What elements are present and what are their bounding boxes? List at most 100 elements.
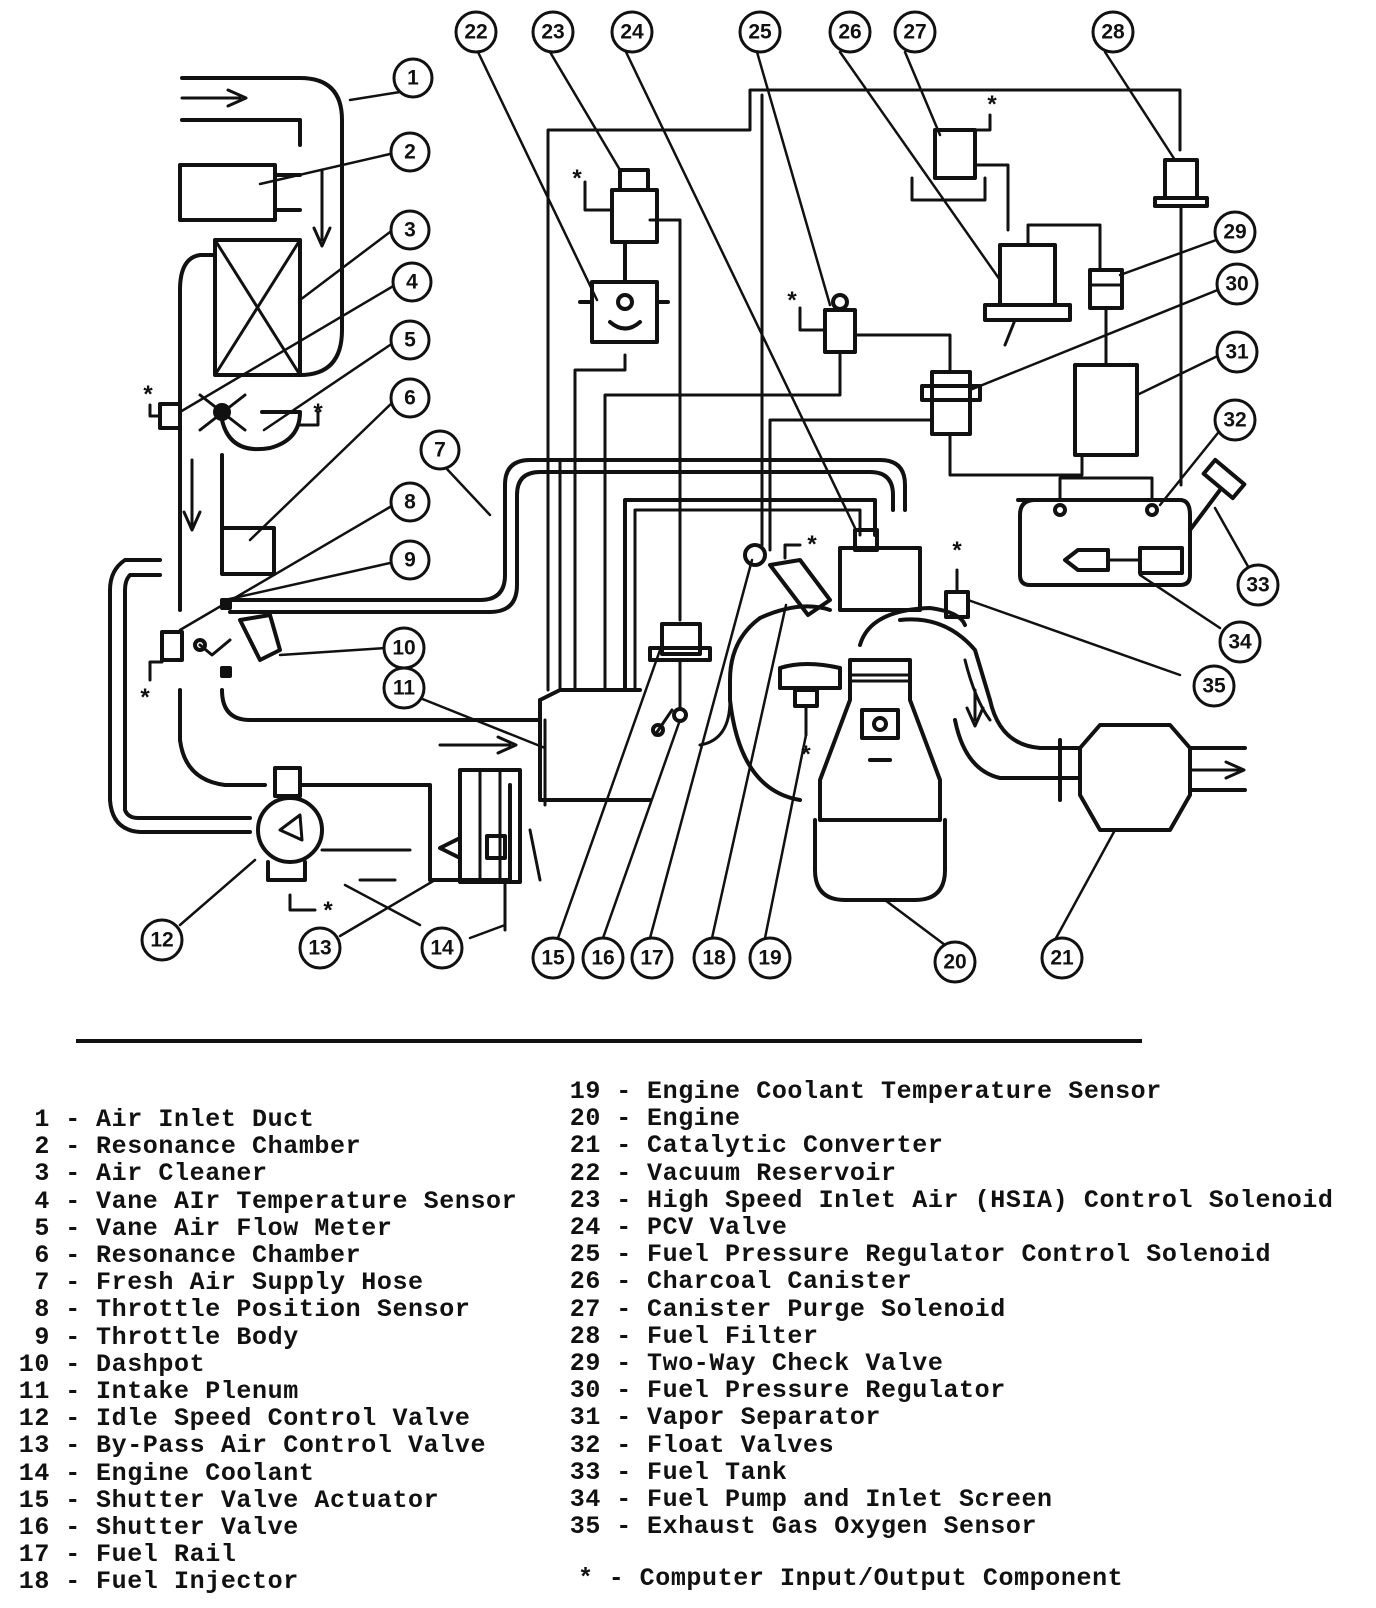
- legend-number: 32: [569, 1430, 601, 1460]
- legend-number: 26: [569, 1267, 601, 1297]
- legend-label: Vapor Separator: [647, 1403, 882, 1433]
- air-cleaner: [213, 238, 302, 377]
- callout-13: 13: [308, 937, 331, 960]
- legend-item: 13-By-Pass Air Control Valve: [14, 1432, 517, 1459]
- legend-label: Fuel Pump and Inlet Screen: [647, 1485, 1053, 1515]
- legend-separator: -: [65, 1159, 81, 1189]
- legend-separator: -: [65, 1105, 81, 1134]
- legend-label: Dashpot: [96, 1349, 206, 1379]
- legend-item: 19-Engine Coolant Temperature Sensor: [565, 1078, 1334, 1105]
- legend-label: Exhaust Gas Oxygen Sensor: [647, 1512, 1038, 1542]
- legend-number: 22: [569, 1158, 601, 1188]
- legend-separator: -: [65, 1404, 81, 1434]
- fuel-pressure-regulator: [930, 370, 972, 436]
- legend-item: 33-Fuel Tank: [565, 1459, 1334, 1486]
- legend-item: 17-Fuel Rail: [14, 1541, 517, 1568]
- callout-4: 4: [406, 271, 418, 294]
- legend-separator: -: [65, 1513, 81, 1543]
- io-marker: *: [787, 287, 797, 314]
- callout-12: 12: [150, 929, 173, 952]
- legend-label: Fuel Pressure Regulator Control Solenoid: [647, 1240, 1272, 1270]
- legend-label: Two-Way Check Valve: [647, 1349, 944, 1379]
- fuel-filter: [1163, 158, 1199, 200]
- callout-33: 33: [1246, 574, 1269, 597]
- legend-label: Shutter Valve: [96, 1513, 299, 1543]
- callout-5: 5: [404, 329, 416, 352]
- legend-item: 34-Fuel Pump and Inlet Screen: [565, 1486, 1334, 1513]
- footnote-symbol: *: [578, 1564, 594, 1593]
- legend-item: 25-Fuel Pressure Regulator Control Solen…: [565, 1241, 1334, 1268]
- legend-item: 15-Shutter Valve Actuator: [14, 1487, 517, 1514]
- legend-number: 27: [569, 1294, 601, 1324]
- io-marker: *: [987, 91, 997, 118]
- legend-number: 20: [569, 1104, 601, 1134]
- legend-item: 30-Fuel Pressure Regulator: [565, 1377, 1334, 1404]
- legend-separator: -: [616, 1158, 632, 1188]
- legend-number: 35: [569, 1512, 601, 1542]
- callout-16: 16: [591, 947, 614, 970]
- legend-separator: -: [616, 1457, 632, 1487]
- legend-number: 15: [18, 1485, 50, 1515]
- legend-number: 17: [18, 1540, 50, 1570]
- callout-7: 7: [434, 439, 446, 462]
- legend-item: 4-Vane AIr Temperature Sensor: [14, 1186, 517, 1216]
- legend-separator: -: [616, 1104, 632, 1134]
- legend-separator: -: [616, 1267, 632, 1297]
- callout-31: 31: [1225, 341, 1249, 364]
- legend-number: 5: [34, 1213, 50, 1243]
- legend-label: Engine: [647, 1104, 741, 1134]
- legend-separator: -: [65, 1349, 81, 1379]
- legend-number: 16: [18, 1513, 50, 1543]
- io-marker: *: [140, 684, 150, 711]
- vapor-separator: [1073, 363, 1139, 457]
- legend-number: 6: [34, 1241, 50, 1271]
- legend-number: 30: [569, 1376, 601, 1406]
- legend-number: 34: [569, 1485, 601, 1515]
- legend-label: Air Inlet Duct: [96, 1105, 315, 1134]
- legend-number: 8: [34, 1295, 50, 1325]
- legend-label: Resonance Chamber: [96, 1241, 362, 1271]
- legend-number: 4: [34, 1186, 50, 1216]
- legend-label: Idle Speed Control Valve: [96, 1404, 471, 1434]
- legend-item: 24-PCV Valve: [565, 1214, 1334, 1241]
- legend-item: 35-Exhaust Gas Oxygen Sensor: [565, 1513, 1334, 1540]
- legend-separator: -: [65, 1241, 81, 1271]
- callout-18: 18: [702, 947, 726, 970]
- legend-item: 27-Canister Purge Solenoid: [565, 1294, 1334, 1324]
- legend-separator: -: [65, 1377, 81, 1407]
- legend-separator: -: [616, 1240, 632, 1270]
- catalytic-converter: [1078, 723, 1192, 832]
- fuel-injector: [768, 558, 832, 617]
- legend-number: 3: [34, 1159, 50, 1189]
- legend-label: Engine Coolant Temperature Sensor: [647, 1077, 1162, 1106]
- legend-item: 8-Throttle Position Sensor: [14, 1296, 517, 1323]
- legend-item: 14-Engine Coolant: [14, 1459, 517, 1487]
- legend-number: 13: [18, 1431, 50, 1461]
- legend-item: 2-Resonance Chamber: [14, 1133, 517, 1160]
- callout-32: 32: [1223, 409, 1246, 432]
- legend-label: PCV Valve: [647, 1213, 788, 1243]
- legend-separator: -: [616, 1321, 632, 1351]
- legend-label: Canister Purge Solenoid: [647, 1294, 1006, 1324]
- legend-label: High Speed Inlet Air (HSIA) Control Sole…: [647, 1185, 1334, 1215]
- io-marker: *: [143, 381, 153, 408]
- legend-item: 21-Catalytic Converter: [565, 1132, 1334, 1159]
- callout-1: 1: [407, 67, 419, 90]
- two-way-check-valve: [1088, 268, 1124, 310]
- shutter-valve-actuator: [660, 622, 702, 656]
- legend-label: Shutter Valve Actuator: [96, 1485, 440, 1515]
- separator-rule: [76, 1039, 1142, 1043]
- legend-number: 2: [34, 1132, 50, 1162]
- callout-14: 14: [430, 937, 454, 960]
- callout-30: 30: [1225, 273, 1248, 296]
- footnote-label: Computer Input/Output Component: [639, 1564, 1124, 1593]
- legend-item: 5-Vane Air Flow Meter: [14, 1215, 517, 1242]
- legend-separator: -: [616, 1077, 632, 1106]
- io-marker: *: [952, 537, 962, 564]
- legend-item: 29-Two-Way Check Valve: [565, 1350, 1334, 1377]
- legend-number: 28: [569, 1321, 601, 1351]
- legend-label: Fuel Filter: [647, 1321, 819, 1351]
- legend-label: Air Cleaner: [96, 1159, 268, 1189]
